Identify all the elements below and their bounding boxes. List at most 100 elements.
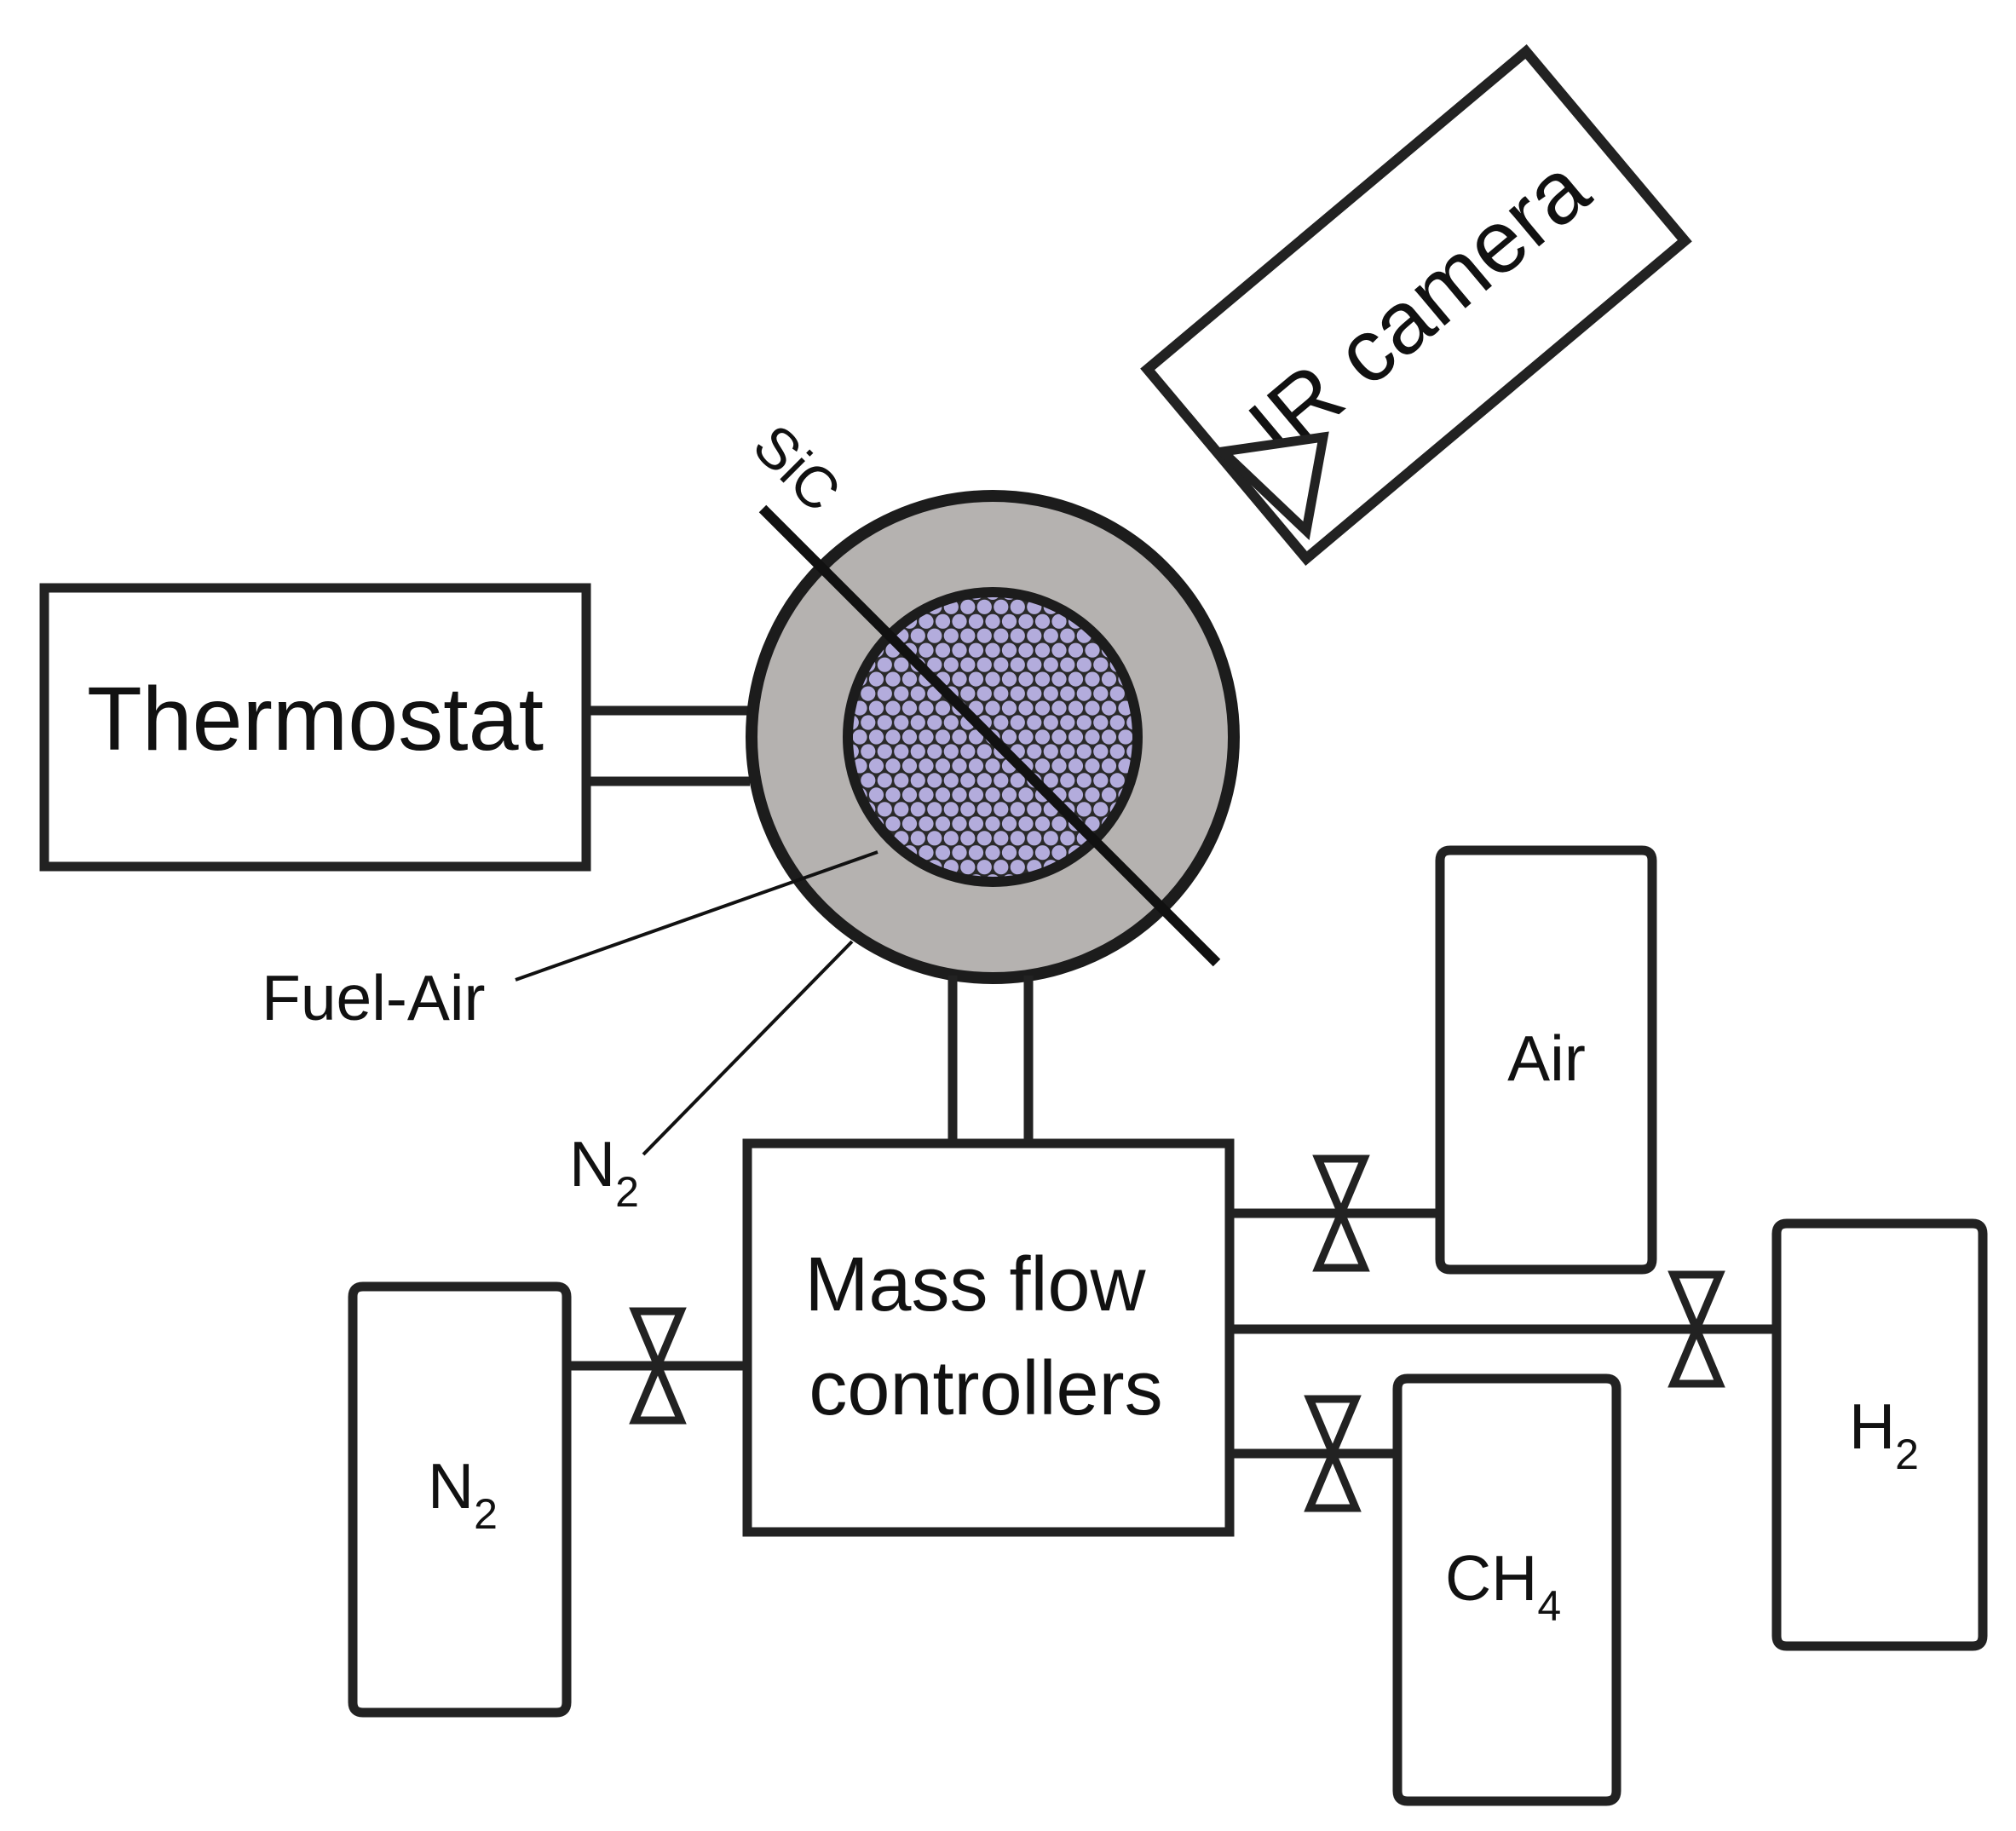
packed-sphere [943, 802, 959, 817]
packed-sphere [952, 816, 967, 832]
packed-sphere [1027, 657, 1042, 672]
packed-sphere [852, 729, 867, 745]
packed-sphere [1051, 613, 1067, 629]
packed-sphere [868, 671, 884, 687]
packed-sphere [1001, 816, 1017, 832]
packed-sphere [976, 831, 992, 846]
packed-sphere [952, 729, 967, 745]
packed-sphere [1027, 802, 1042, 817]
thermostat-box [39, 583, 591, 872]
packed-sphere [1085, 816, 1100, 832]
packed-sphere [1001, 729, 1017, 745]
packed-sphere [976, 599, 992, 614]
packed-sphere [1034, 671, 1051, 687]
packed-sphere [894, 773, 909, 788]
packed-sphere [1060, 715, 1075, 730]
ir-camera-lens [1212, 431, 1329, 540]
packed-sphere [952, 642, 967, 658]
packed-sphere [885, 700, 901, 716]
sic-label: SiC [740, 412, 852, 524]
packed-sphere [1101, 758, 1117, 774]
packed-sphere [927, 628, 942, 643]
ch4-valve-icon [1304, 1395, 1362, 1512]
packed-sphere [919, 787, 934, 803]
packed-sphere [968, 816, 984, 832]
packed-sphere [885, 816, 901, 832]
packed-sphere [910, 628, 925, 643]
packed-sphere [910, 802, 925, 817]
packed-sphere [1018, 700, 1034, 716]
packed-sphere [1010, 599, 1025, 614]
packed-sphere [1043, 744, 1058, 759]
packed-sphere [952, 613, 967, 629]
packed-sphere [985, 642, 1000, 658]
packed-sphere [910, 831, 925, 846]
packed-sphere [1085, 787, 1100, 803]
packed-sphere [985, 816, 1000, 832]
packed-sphere [927, 657, 942, 672]
packed-sphere [1085, 729, 1100, 745]
packed-sphere [877, 744, 892, 759]
packed-sphere [968, 845, 984, 861]
packed-sphere [976, 657, 992, 672]
packed-sphere [1068, 729, 1084, 745]
packed-sphere [919, 845, 934, 861]
packed-sphere [919, 642, 934, 658]
packed-sphere [894, 686, 909, 701]
packed-sphere [1060, 657, 1075, 672]
h2-tank [1771, 1218, 1988, 1651]
packed-sphere [985, 700, 1000, 716]
packed-sphere [976, 628, 992, 643]
packed-sphere [1001, 671, 1017, 687]
packed-sphere [1010, 628, 1025, 643]
packed-sphere [1068, 642, 1084, 658]
h2-tank-label: H2 [1849, 1391, 1919, 1478]
packed-sphere [1101, 787, 1117, 803]
packed-sphere [935, 613, 951, 629]
packed-sphere [1085, 758, 1100, 774]
packed-sphere [994, 628, 1009, 643]
packed-sphere [985, 671, 1000, 687]
packed-sphere [994, 657, 1009, 672]
packed-sphere [968, 787, 984, 803]
air-tank [1435, 845, 1657, 1275]
packed-sphere [960, 628, 976, 643]
packed-sphere [868, 700, 884, 716]
packed-sphere [910, 715, 925, 730]
packed-sphere [1068, 671, 1084, 687]
packed-sphere [1001, 613, 1017, 629]
packed-bed-spheres [848, 592, 1138, 882]
packed-sphere [861, 744, 876, 759]
packed-sphere [894, 657, 909, 672]
packed-sphere [960, 744, 976, 759]
packed-sphere [901, 816, 918, 832]
packed-sphere [960, 802, 976, 817]
packed-sphere [1076, 686, 1092, 701]
packed-sphere [1051, 758, 1067, 774]
packed-sphere [976, 860, 992, 875]
thermostat-label: Thermostat [87, 669, 544, 769]
packed-sphere [952, 845, 967, 861]
packed-sphere [877, 657, 892, 672]
h2-valve-icon [1668, 1270, 1725, 1388]
packed-sphere [901, 729, 918, 745]
packed-sphere [1051, 816, 1067, 832]
n2-tank-label: N2 [428, 1450, 498, 1538]
packed-sphere [994, 599, 1009, 614]
packed-sphere [1109, 773, 1125, 788]
packed-sphere [877, 802, 892, 817]
packed-sphere [1060, 628, 1075, 643]
packed-sphere [1101, 729, 1117, 745]
packed-sphere [976, 744, 992, 759]
packed-sphere [1043, 686, 1058, 701]
mfc-label: Mass flow controllers [804, 1242, 1166, 1431]
packed-sphere [935, 816, 951, 832]
packed-sphere [1109, 744, 1125, 759]
packed-sphere [943, 744, 959, 759]
packed-sphere [935, 758, 951, 774]
packed-sphere [1018, 845, 1034, 861]
packed-sphere [1093, 744, 1109, 759]
packed-sphere [1043, 715, 1058, 730]
